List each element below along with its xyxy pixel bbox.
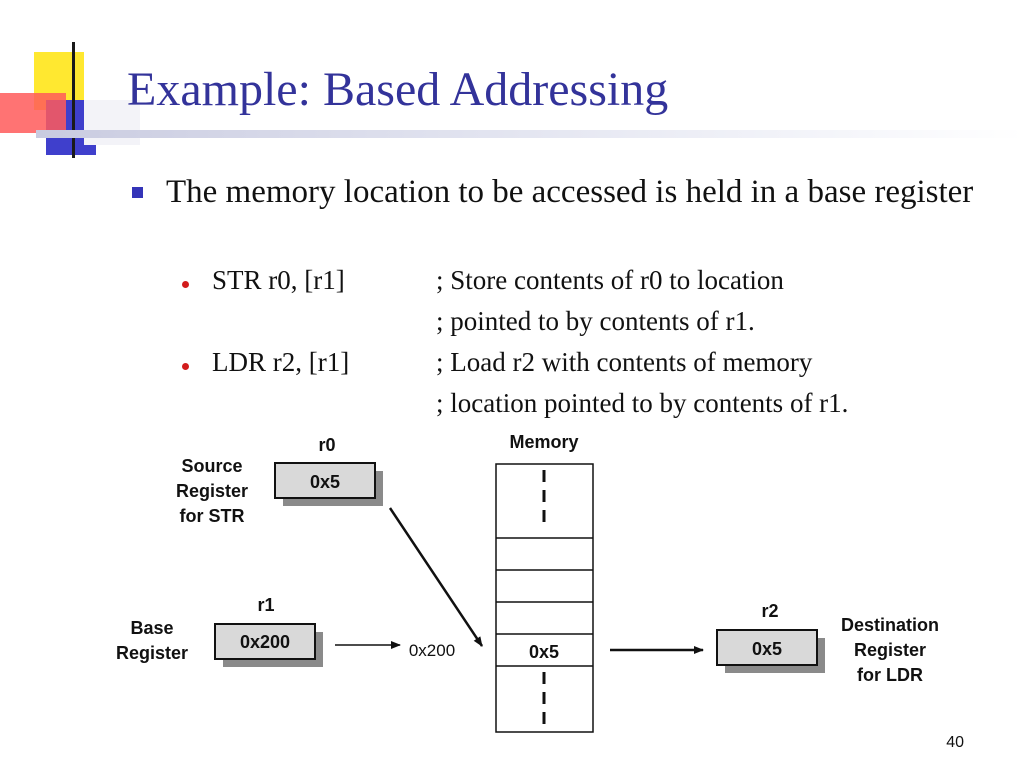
r1-caption-line-2: Register — [116, 643, 188, 663]
logo-red-block — [0, 93, 66, 133]
memory-column — [495, 463, 594, 733]
r2-register-name: r2 — [761, 601, 778, 621]
r0-register-value: 0x5 — [310, 472, 340, 492]
r0-register-name: r0 — [318, 435, 335, 455]
memory-label: Memory — [509, 432, 578, 452]
r0-register-box — [274, 462, 376, 499]
sub-bullet-dot-icon — [182, 281, 189, 288]
r2-register-value: 0x5 — [752, 639, 782, 659]
memory-cell-value: 0x5 — [529, 642, 559, 662]
sub-bullet-comment-ldr-1: ; Load r2 with contents of memory — [436, 347, 813, 377]
logo-vertical-line — [72, 42, 75, 158]
r1-register-box — [214, 623, 316, 660]
sub-bullet-code-ldr: LDR r2, [r1] — [212, 347, 350, 377]
r1-register-value: 0x200 — [240, 632, 290, 652]
sub-bullet-dot-icon — [182, 363, 189, 370]
source-to-memory-arrow — [388, 507, 484, 647]
r2-caption-line-2: Register — [854, 640, 926, 660]
sub-bullet-code-str: STR r0, [r1] — [212, 265, 345, 295]
sub-bullet-comment-ldr-2: ; location pointed to by contents of r1. — [436, 388, 849, 418]
title-underline — [36, 130, 1024, 138]
r1-register-name: r1 — [257, 595, 274, 615]
sub-bullet-comment-str-2: ; pointed to by contents of r1. — [436, 306, 755, 336]
r0-caption-line-1: Source — [181, 456, 242, 476]
slide-title: Example: Based Addressing — [127, 63, 669, 116]
page-number: 40 — [946, 734, 964, 751]
r1-caption-line-1: Base — [130, 618, 173, 638]
bullet-text: The memory location to be accessed is he… — [166, 174, 974, 210]
r0-caption-line-3: for STR — [180, 506, 245, 526]
bullet-square-icon — [132, 187, 143, 198]
r0-caption-line-2: Register — [176, 481, 248, 501]
r2-caption-line-1: Destination — [841, 615, 939, 635]
r2-caption-line-3: for LDR — [857, 665, 923, 685]
sub-bullet-comment-str-1: ; Store contents of r0 to location — [436, 265, 784, 295]
r2-register-box — [716, 629, 818, 666]
address-label: 0x200 — [409, 641, 455, 660]
